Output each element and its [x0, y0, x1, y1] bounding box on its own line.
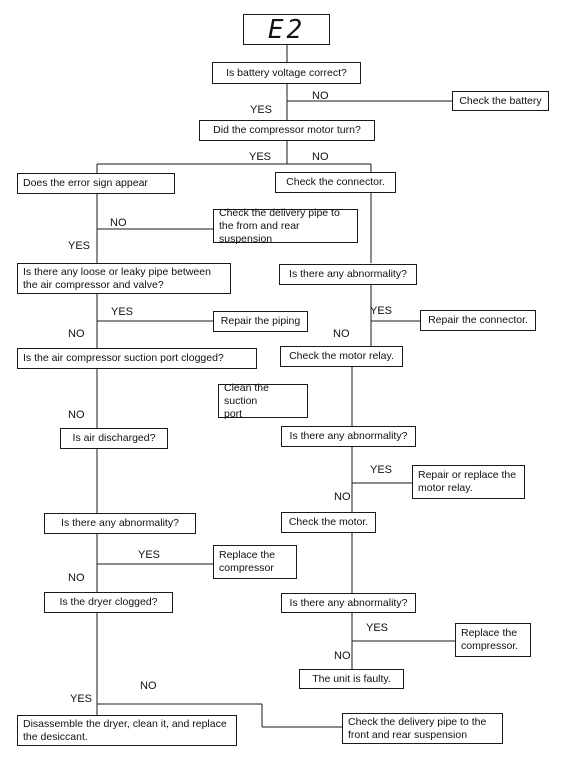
error-code-display: E2 — [243, 14, 330, 45]
label-no: NO — [312, 151, 329, 163]
label-yes: YES — [70, 693, 93, 705]
check-delivery-pipe-box-1: Check the delivery pipe to the from and … — [213, 207, 358, 245]
check-connector-box: Check the connector. — [275, 172, 396, 193]
unit-faulty-box: The unit is faulty. — [299, 669, 404, 689]
label-no: NO — [312, 90, 329, 102]
suction-port-question: Is the air compressor suction port clogg… — [17, 348, 257, 369]
label-yes: YES — [370, 305, 393, 317]
label-no: NO — [140, 680, 157, 692]
label-yes: YES — [249, 151, 272, 163]
check-delivery-pipe-box-2: Check the delivery pipe to the front and… — [342, 713, 503, 744]
loose-pipe-question: Is there any loose or leaky pipe between… — [17, 263, 231, 294]
check-battery-box: Check the battery — [452, 91, 549, 111]
label-yes: YES — [370, 464, 393, 476]
dryer-clogged-question: Is the dryer clogged? — [44, 592, 173, 613]
air-discharged-question: Is air discharged? — [60, 428, 168, 449]
label-yes: YES — [250, 104, 273, 116]
abnormality-question-2: Is there any abnormality? — [281, 426, 416, 447]
abnormality-question-3: Is there any abnormality? — [44, 513, 196, 534]
abnormality-question-1: Is there any abnormality? — [279, 264, 417, 285]
clean-suction-port-box: Clean the suction port — [218, 382, 308, 420]
error-sign-question: Does the error sign appear — [17, 173, 175, 194]
label-no: NO — [110, 217, 127, 229]
compressor-motor-question: Did the compressor motor turn? — [199, 120, 375, 141]
label-yes: YES — [366, 622, 389, 634]
disassemble-dryer-box: Disassemble the dryer, clean it, and rep… — [17, 715, 237, 746]
check-motor-box: Check the motor. — [281, 512, 376, 533]
repair-relay-box: Repair or replace the motor relay. — [412, 465, 525, 499]
replace-compressor-box-2: Replace the compressor. — [455, 623, 531, 657]
label-yes: YES — [138, 549, 161, 561]
label-no: NO — [333, 328, 350, 340]
label-no: NO — [68, 409, 85, 421]
label-no: NO — [68, 572, 85, 584]
abnormality-question-4: Is there any abnormality? — [281, 593, 416, 613]
label-yes: YES — [68, 240, 91, 252]
label-no: NO — [334, 650, 351, 662]
battery-voltage-question: Is battery voltage correct? — [212, 62, 361, 84]
repair-piping-box: Repair the piping — [213, 311, 308, 332]
repair-connector-box: Repair the connector. — [420, 310, 536, 331]
replace-compressor-box-1: Replace the compressor — [213, 545, 297, 579]
label-yes: YES — [111, 306, 134, 318]
label-no: NO — [334, 491, 351, 503]
check-motor-relay-box: Check the motor relay. — [280, 346, 403, 367]
label-no: NO — [68, 328, 85, 340]
